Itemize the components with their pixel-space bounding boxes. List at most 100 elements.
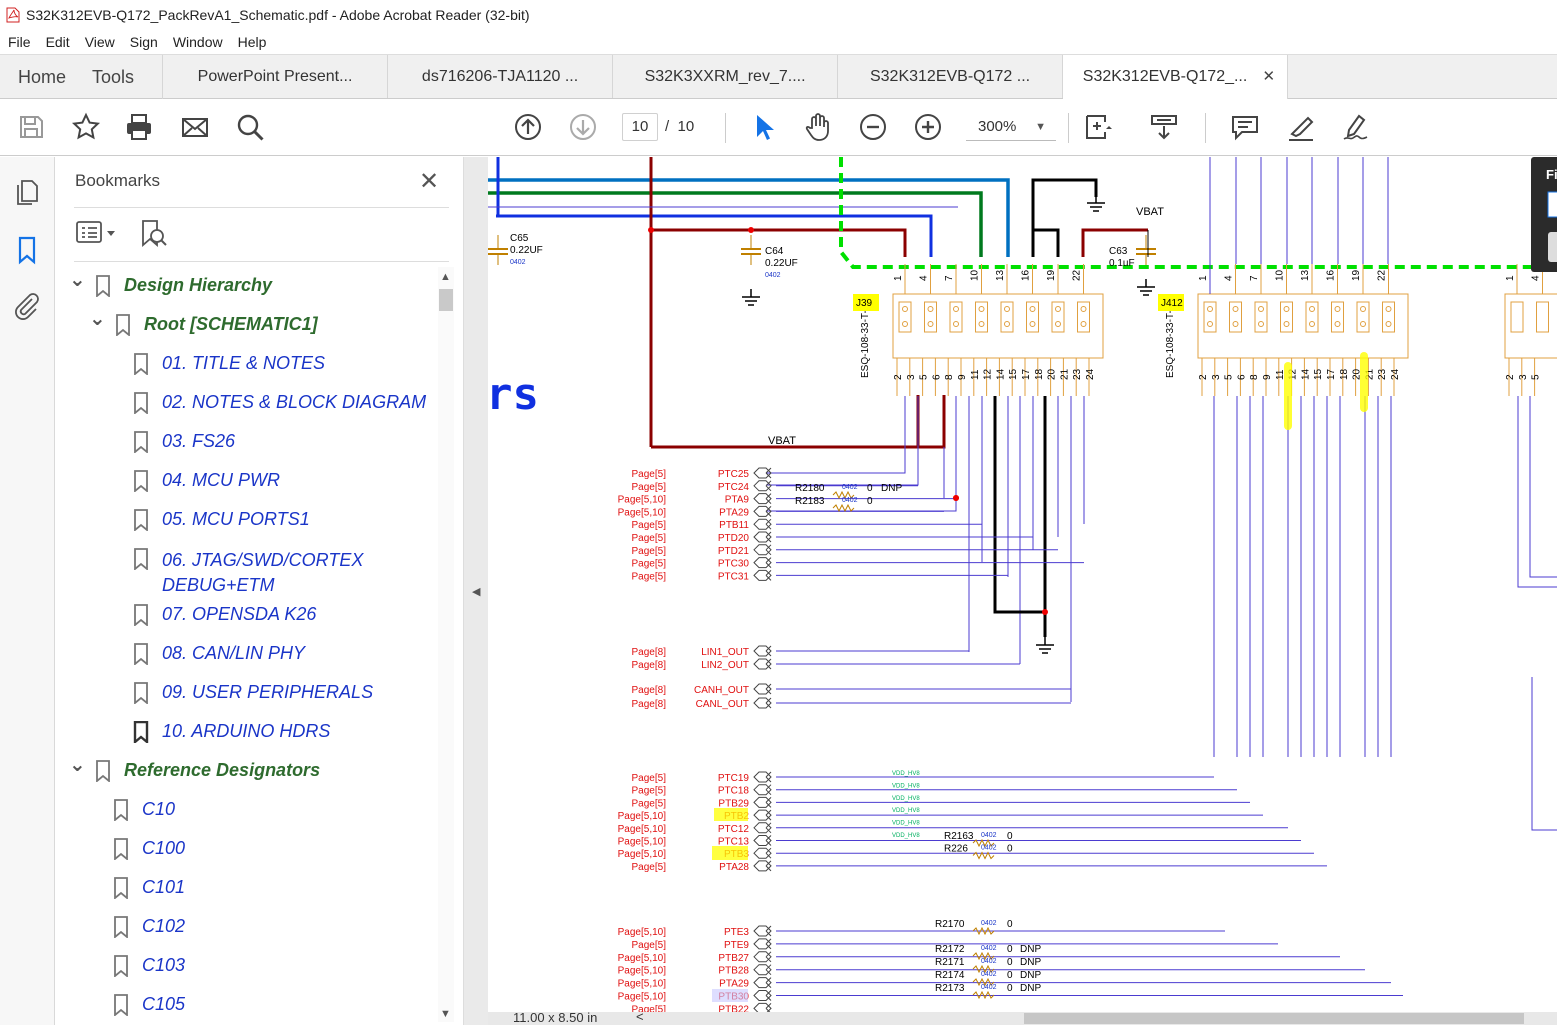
horizontal-scrollbar-thumb[interactable] bbox=[1024, 1013, 1524, 1024]
bookmark-item[interactable]: ⌄Design Hierarchy bbox=[69, 275, 272, 297]
pin-number: 14 bbox=[995, 368, 1006, 380]
pin-number: 19 bbox=[1351, 269, 1362, 281]
document-tab[interactable]: ds716206-TJA1120 ... bbox=[388, 55, 613, 98]
chevron-down-icon[interactable]: ⌄ bbox=[69, 752, 87, 777]
document-tab[interactable]: S32K3XXRM_rev_7.... bbox=[613, 55, 838, 98]
cap-value: 0.22UF bbox=[510, 245, 543, 256]
net-page-ref: Page[5] bbox=[632, 469, 667, 480]
menu-view[interactable]: View bbox=[85, 34, 115, 50]
comment-icon[interactable] bbox=[1229, 111, 1261, 143]
scroll-down-icon[interactable]: ▼ bbox=[440, 1008, 451, 1020]
save-icon[interactable] bbox=[15, 111, 47, 143]
search-icon[interactable] bbox=[234, 111, 266, 143]
offpage-connector-icon bbox=[766, 939, 771, 949]
panel-divider bbox=[74, 207, 449, 208]
panel-collapse-strip[interactable]: ◀ bbox=[464, 157, 488, 1025]
pin-number: 3 bbox=[1211, 374, 1222, 380]
zoom-out-icon[interactable] bbox=[857, 111, 889, 143]
offpage-connector-icon bbox=[766, 545, 771, 555]
document-tab[interactable]: PowerPoint Present... bbox=[163, 55, 388, 98]
tab-tools[interactable]: Tools bbox=[79, 55, 147, 98]
bookmark-item[interactable]: 05. MCU PORTS1 bbox=[133, 509, 310, 531]
offpage-connector-icon bbox=[754, 861, 771, 871]
bookmark-item[interactable]: ⌄Reference Designators bbox=[69, 760, 320, 782]
highlight-mark bbox=[1284, 362, 1292, 430]
print-icon[interactable] bbox=[123, 111, 155, 143]
bookmark-item[interactable]: 04. MCU PWR bbox=[133, 470, 280, 492]
document-tab[interactable]: S32K312EVB-Q172 ... bbox=[838, 55, 1063, 98]
connector-pin-pair bbox=[1511, 302, 1523, 332]
document-view[interactable]: VBATC650.22UF0402C640.22UF0402C630.1uFVB… bbox=[488, 157, 1557, 1012]
fit-page-icon[interactable] bbox=[1082, 111, 1114, 143]
scroll-left-icon[interactable]: < bbox=[636, 1009, 644, 1024]
select-cursor-icon[interactable] bbox=[747, 111, 779, 143]
hand-icon[interactable] bbox=[802, 111, 834, 143]
menu-help[interactable]: Help bbox=[238, 34, 267, 50]
bookmark-label: 01. TITLE & NOTES bbox=[162, 353, 325, 374]
bookmark-icon bbox=[113, 838, 129, 860]
page-number-input[interactable]: 10 bbox=[622, 113, 658, 141]
chevron-down-icon[interactable]: ⌄ bbox=[69, 267, 87, 292]
net-page-ref: Page[5] bbox=[632, 559, 667, 570]
bookmark-item[interactable]: C101 bbox=[113, 877, 185, 899]
bookmark-label: 04. MCU PWR bbox=[162, 470, 280, 491]
cap-value: 0.22UF bbox=[765, 258, 798, 269]
highlight-icon[interactable] bbox=[1285, 111, 1317, 143]
connector-pin bbox=[954, 307, 959, 312]
bookmark-label: C101 bbox=[142, 877, 185, 898]
close-tab-icon[interactable]: ✕ bbox=[1262, 55, 1275, 99]
scrollbar-thumb[interactable] bbox=[439, 289, 453, 311]
cap-value: 0.1uF bbox=[1109, 258, 1135, 269]
bookmark-item[interactable]: 03. FS26 bbox=[133, 431, 235, 453]
bookmark-item[interactable]: C103 bbox=[113, 955, 185, 977]
zoom-dropdown[interactable]: 300% ▼ bbox=[966, 113, 1056, 141]
scroll-mode-icon[interactable] bbox=[1148, 111, 1180, 143]
page-up-icon[interactable] bbox=[512, 111, 544, 143]
sign-icon[interactable] bbox=[1340, 111, 1372, 143]
resistor-value: 0 bbox=[1007, 831, 1013, 842]
menu-window[interactable]: Window bbox=[173, 34, 223, 50]
menu-edit[interactable]: Edit bbox=[46, 34, 70, 50]
menu-sign[interactable]: Sign bbox=[130, 34, 158, 50]
zoom-in-icon[interactable] bbox=[912, 111, 944, 143]
bookmark-label: 10. ARDUINO HDRS bbox=[162, 721, 330, 742]
star-icon[interactable] bbox=[70, 111, 102, 143]
bookmark-item[interactable]: ⌄Root [SCHEMATIC1] bbox=[89, 314, 318, 336]
pages-thumbnail-icon[interactable] bbox=[12, 177, 42, 207]
pin-number: 9 bbox=[1262, 374, 1273, 380]
close-panel-icon[interactable]: ✕ bbox=[419, 167, 439, 196]
chevron-down-icon[interactable]: ⌄ bbox=[89, 306, 107, 331]
bookmark-scrollbar[interactable] bbox=[438, 267, 454, 1022]
toolbar-divider bbox=[1205, 113, 1206, 143]
offpage-connector-icon bbox=[766, 991, 771, 1001]
bookmark-panel-icon[interactable] bbox=[12, 235, 42, 265]
bookmark-item[interactable]: 10. ARDUINO HDRS bbox=[133, 721, 330, 743]
tab-home[interactable]: Home bbox=[0, 55, 79, 98]
attachment-icon[interactable] bbox=[12, 291, 42, 321]
collapse-arrow-icon[interactable]: ◀ bbox=[472, 585, 480, 598]
connector-pin bbox=[1259, 307, 1264, 312]
page-down-icon[interactable] bbox=[567, 111, 599, 143]
add-bookmark-icon[interactable] bbox=[140, 219, 168, 249]
scroll-up-icon[interactable]: ▲ bbox=[440, 271, 451, 283]
bookmark-item[interactable]: 08. CAN/LIN PHY bbox=[133, 643, 305, 665]
bookmark-item[interactable]: 09. USER PERIPHERALS bbox=[133, 682, 373, 704]
bookmark-item[interactable]: C105 bbox=[113, 994, 185, 1016]
pin-number: 1 bbox=[1198, 275, 1209, 281]
bookmark-item[interactable]: 07. OPENSDA K26 bbox=[133, 604, 316, 626]
bookmark-item[interactable]: 01. TITLE & NOTES bbox=[133, 353, 325, 375]
connector-pin bbox=[1081, 322, 1086, 327]
mail-icon[interactable] bbox=[179, 111, 211, 143]
bookmark-item[interactable]: C100 bbox=[113, 838, 185, 860]
document-tab-active[interactable]: S32K312EVB-Q172_... ✕ bbox=[1063, 55, 1288, 101]
bookmark-icon bbox=[133, 470, 149, 492]
bookmark-label: C102 bbox=[142, 916, 185, 937]
bookmark-item[interactable]: C10 bbox=[113, 799, 175, 821]
bookmark-options-icon[interactable] bbox=[76, 219, 118, 247]
bookmark-item[interactable]: 02. NOTES & BLOCK DIAGRAM bbox=[133, 392, 426, 414]
bookmark-item[interactable]: 06. JTAG/SWD/CORTEXDEBUG+ETM bbox=[133, 548, 363, 598]
menu-file[interactable]: File bbox=[8, 34, 31, 50]
bookmark-item[interactable]: C102 bbox=[113, 916, 185, 938]
net-page-ref: Page[5] bbox=[632, 546, 667, 557]
highlight-mark bbox=[714, 808, 748, 821]
